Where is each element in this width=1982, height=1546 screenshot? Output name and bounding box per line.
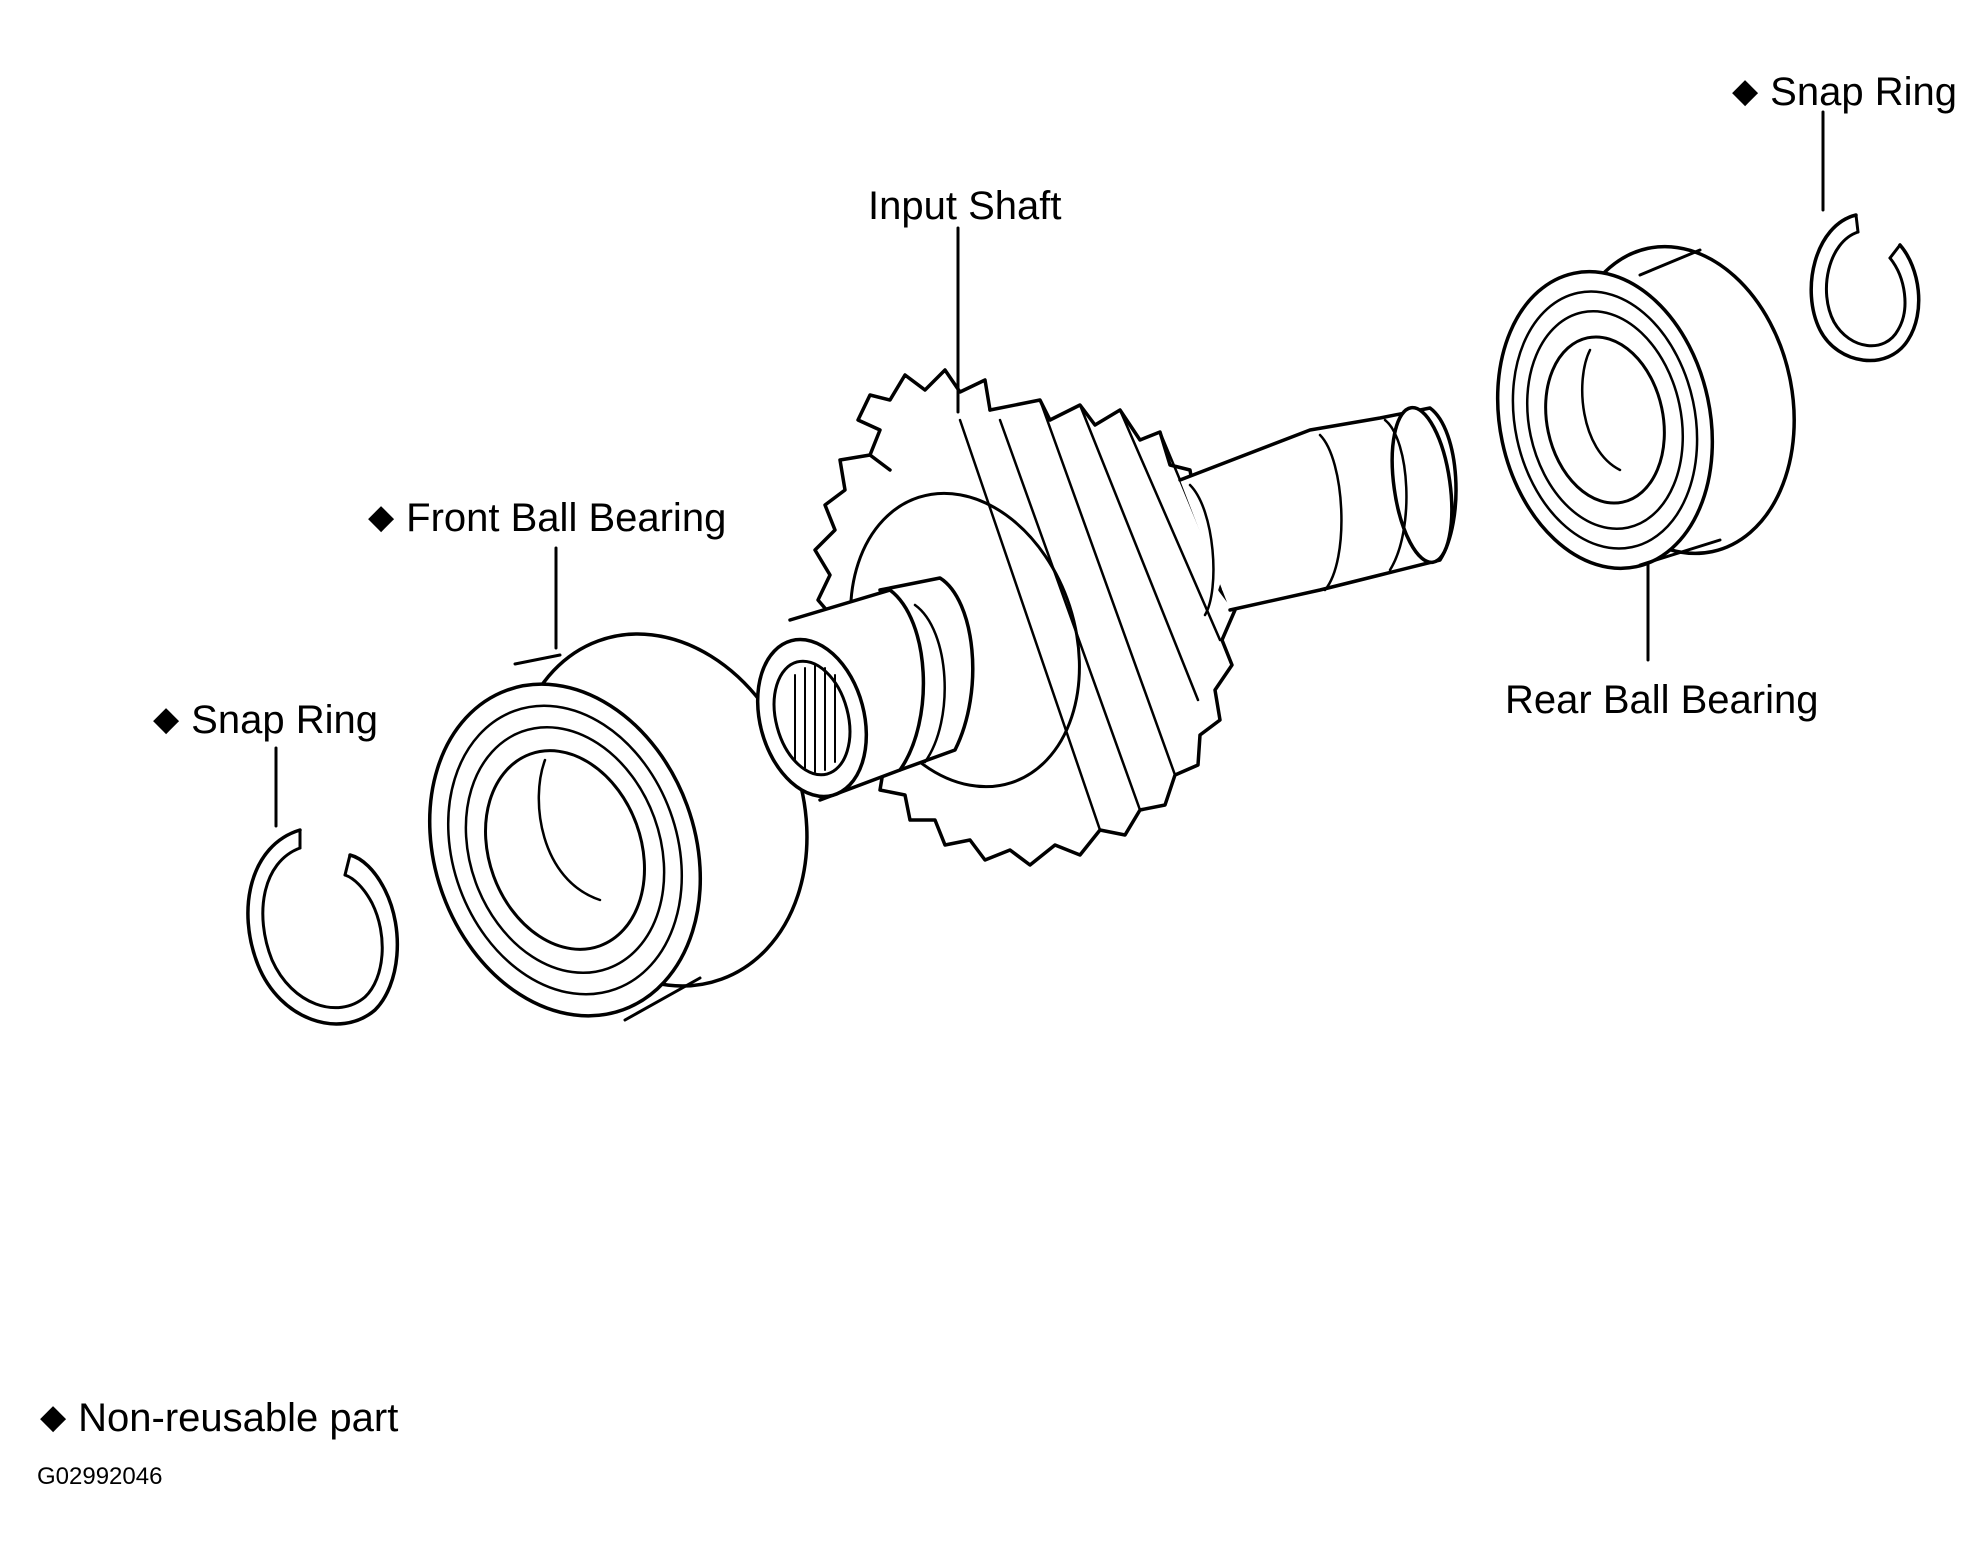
front-ball-bearing: [427, 632, 809, 1022]
snap-ring-right-label: ◆ Snap Ring: [1732, 72, 1957, 112]
figure-code: G02992046: [37, 1463, 163, 1490]
snap-ring-left-label: ◆ Snap Ring: [153, 700, 378, 740]
rear-ball-bearing-label: Rear Ball Bearing: [1505, 680, 1819, 720]
input-shaft-rear: [1178, 405, 1458, 617]
label-text: Snap Ring: [191, 698, 378, 742]
label-text: Rear Ball Bearing: [1505, 678, 1819, 722]
label-text: Input Shaft: [868, 184, 1062, 228]
right-snap-ring: [1809, 213, 1921, 363]
non-reusable-marker-icon: ◆: [153, 700, 180, 738]
non-reusable-marker-icon: ◆: [1732, 72, 1759, 110]
label-text: Snap Ring: [1770, 70, 1957, 114]
non-reusable-marker-icon: ◆: [40, 1398, 67, 1436]
left-snap-ring: [246, 828, 400, 1026]
legend-text: Non-reusable part: [78, 1396, 399, 1440]
input-shaft-front-hub: [755, 576, 975, 802]
non-reusable-marker-icon: ◆: [368, 498, 395, 536]
front-ball-bearing-label: ◆ Front Ball Bearing: [368, 498, 726, 538]
rear-ball-bearing: [1495, 244, 1796, 571]
input-shaft-label: Input Shaft: [868, 186, 1061, 226]
legend: ◆ Non-reusable part: [40, 1398, 398, 1438]
label-text: Front Ball Bearing: [406, 496, 727, 540]
